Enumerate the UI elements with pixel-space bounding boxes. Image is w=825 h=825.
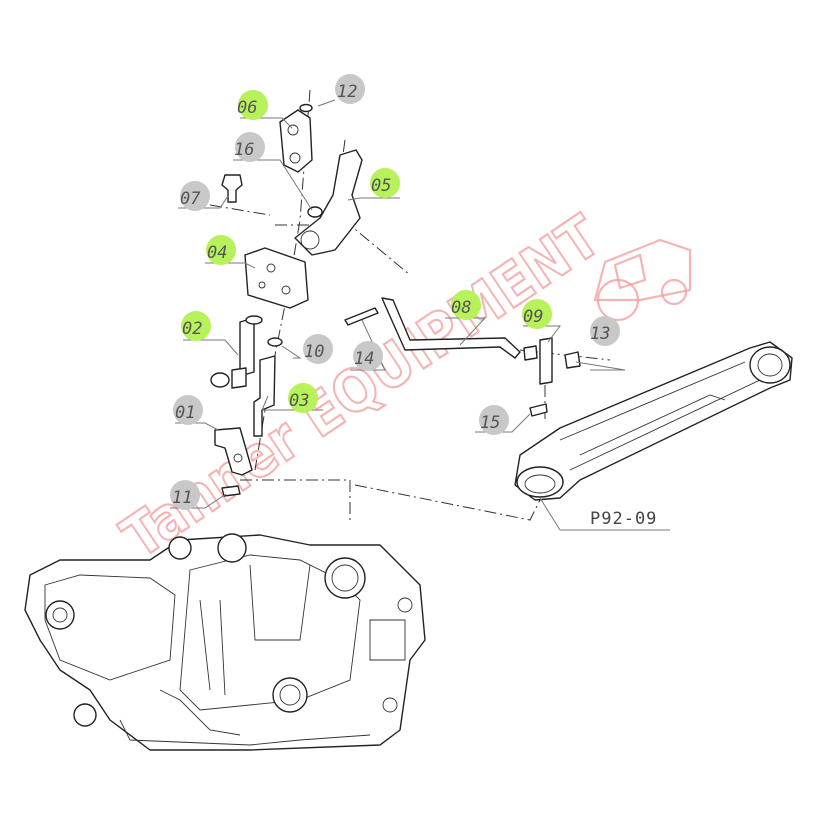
callout-11-label: 11 (172, 488, 192, 508)
callouts: 12 06 16 05 07 04 08 09 (170, 74, 657, 529)
part-10-oring (267, 337, 283, 347)
watermark-text: Tanner EQUIPMENT (110, 202, 613, 572)
part-09-pin (539, 337, 553, 385)
control-rod (381, 297, 521, 359)
callout-03-label: 03 (289, 391, 309, 411)
callout-13: 13 (590, 316, 620, 346)
callout-01-badge (173, 395, 203, 425)
callout-11: 11 (170, 480, 200, 510)
callout-16: 16 (234, 132, 265, 162)
part-14-pin (344, 307, 379, 326)
callout-15-badge (479, 405, 509, 435)
callout-16-label: 16 (234, 140, 254, 160)
callout-12-badge (335, 74, 365, 104)
part-16-washer (307, 206, 323, 218)
callout-14-label: 14 (354, 349, 374, 369)
callout-02: 02 (181, 311, 211, 341)
lift-cover-housing (24, 533, 426, 751)
callout-11-badge (170, 480, 200, 510)
callout-07-badge (180, 181, 210, 211)
callout-09-badge (522, 299, 552, 329)
reference-code: P92-09 (590, 509, 657, 529)
callout-13-label: 13 (590, 324, 610, 344)
callout-02-badge (181, 311, 211, 341)
part-01-bracket (214, 427, 253, 476)
callout-03-badge (288, 383, 318, 413)
part-07-bolt (221, 174, 243, 203)
callout-10: 10 (303, 334, 333, 364)
callout-06-label: 06 (237, 98, 257, 118)
part-15-clip (529, 403, 548, 417)
callout-06: 06 (237, 90, 268, 120)
callout-02-label: 02 (182, 319, 202, 339)
part-13-nut (523, 345, 581, 369)
part-11-clip (221, 485, 241, 497)
callout-08-badge (451, 290, 481, 320)
part-02-fitting (210, 315, 263, 389)
lift-arm (514, 341, 793, 501)
callout-15: 15 (479, 405, 509, 435)
callout-06-badge (238, 90, 268, 120)
callout-05-label: 05 (371, 176, 391, 196)
callout-14-badge (353, 341, 383, 371)
callout-04-badge (206, 235, 236, 265)
callout-08: 08 (451, 290, 481, 320)
part-05-lever (294, 149, 363, 256)
callout-03: 03 (288, 383, 318, 413)
callout-05: 05 (370, 168, 400, 198)
part-06-bracket (279, 109, 313, 173)
tractor-logo-icon (593, 238, 692, 322)
callout-09-label: 09 (523, 307, 543, 327)
callout-10-label: 10 (304, 342, 324, 362)
callout-07-label: 07 (180, 189, 201, 209)
callout-04-label: 04 (207, 243, 227, 263)
callout-15-label: 15 (480, 413, 500, 433)
callout-12-label: 12 (337, 82, 357, 102)
callout-08-label: 08 (451, 298, 471, 318)
part-12-circlip (299, 103, 313, 113)
callout-14: 14 (353, 341, 383, 371)
callout-09: 09 (522, 299, 552, 329)
callout-10-badge (303, 334, 333, 364)
callout-12: 12 (335, 74, 365, 104)
callout-01: 01 (173, 395, 203, 425)
callout-01-label: 01 (175, 403, 195, 423)
callout-07: 07 (180, 181, 210, 211)
callout-05-badge (370, 168, 400, 198)
part-04-plate (244, 247, 309, 309)
callout-13-badge (590, 316, 620, 346)
callout-04: 04 (206, 235, 236, 265)
callout-16-badge (235, 132, 265, 162)
part-03-pipe (253, 355, 276, 437)
